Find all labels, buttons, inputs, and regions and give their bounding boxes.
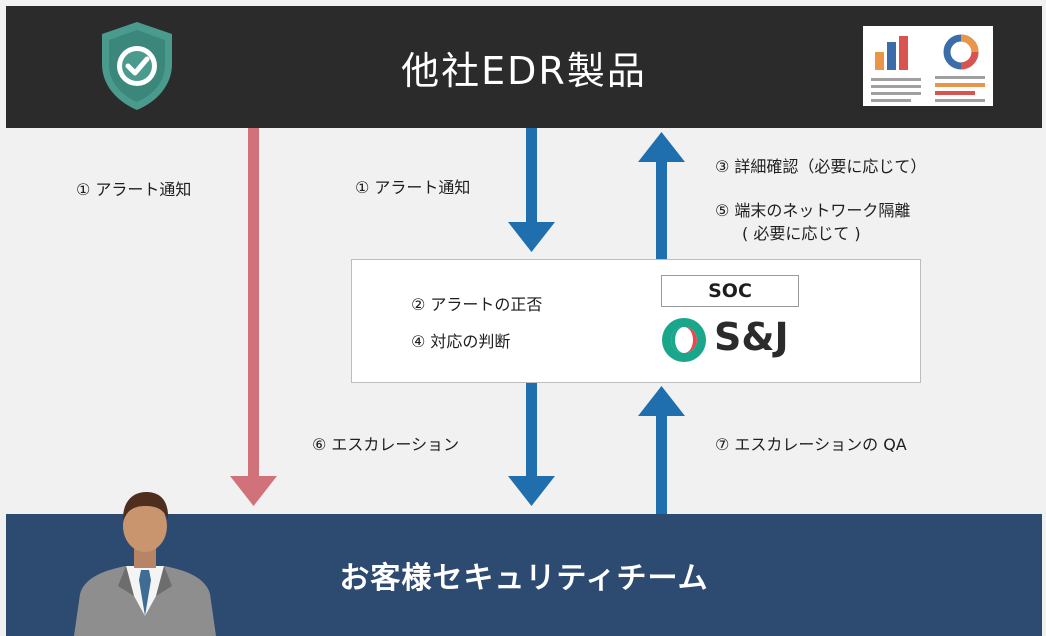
label-alert-direct: ① アラート通知 (76, 180, 192, 199)
arrow-qa-head (638, 386, 685, 416)
arrow-escalation-shaft (526, 383, 537, 477)
edr-product-title: 他社EDR製品 (401, 48, 647, 93)
soc-step2: ② アラートの正否 (411, 295, 543, 314)
label-alert-soc: ① アラート通知 (355, 178, 471, 197)
sj-logo-icon (662, 318, 706, 362)
arrow-direct-alert-head (230, 476, 277, 506)
soc-box: ② アラートの正否 ④ 対応の判断 SOC S&J (351, 259, 921, 383)
label-escalation: ⑥ エスカレーション (312, 435, 460, 454)
person-icon (74, 492, 216, 636)
customer-team-title: お客様セキュリティチーム (339, 561, 709, 596)
arrow-escalation-head (508, 476, 555, 506)
label-isolate-line1: ⑤ 端末のネットワーク隔離 (715, 201, 911, 220)
brand-text: S&J (714, 315, 789, 359)
arrow-alert-soc-shaft (526, 128, 537, 224)
report-chart-icon (863, 26, 993, 106)
arrow-alert-soc-head (508, 222, 555, 252)
arrow-detail-shaft (656, 160, 667, 259)
label-detail-check: ③ 詳細確認（必要に応じて） (715, 157, 927, 176)
arrow-detail-head (638, 132, 685, 162)
soc-step4: ④ 対応の判断 (411, 332, 511, 351)
label-isolate-line2: ( 必要に応じて ) (742, 224, 861, 243)
label-escalation-qa: ⑦ エスカレーションの QA (715, 435, 907, 454)
edr-product-bar: 他社EDR製品 (6, 6, 1042, 128)
shield-check-icon (102, 22, 172, 110)
arrow-qa-shaft (656, 414, 667, 514)
arrow-direct-alert-shaft (248, 128, 259, 478)
soc-tag: SOC (661, 275, 799, 307)
